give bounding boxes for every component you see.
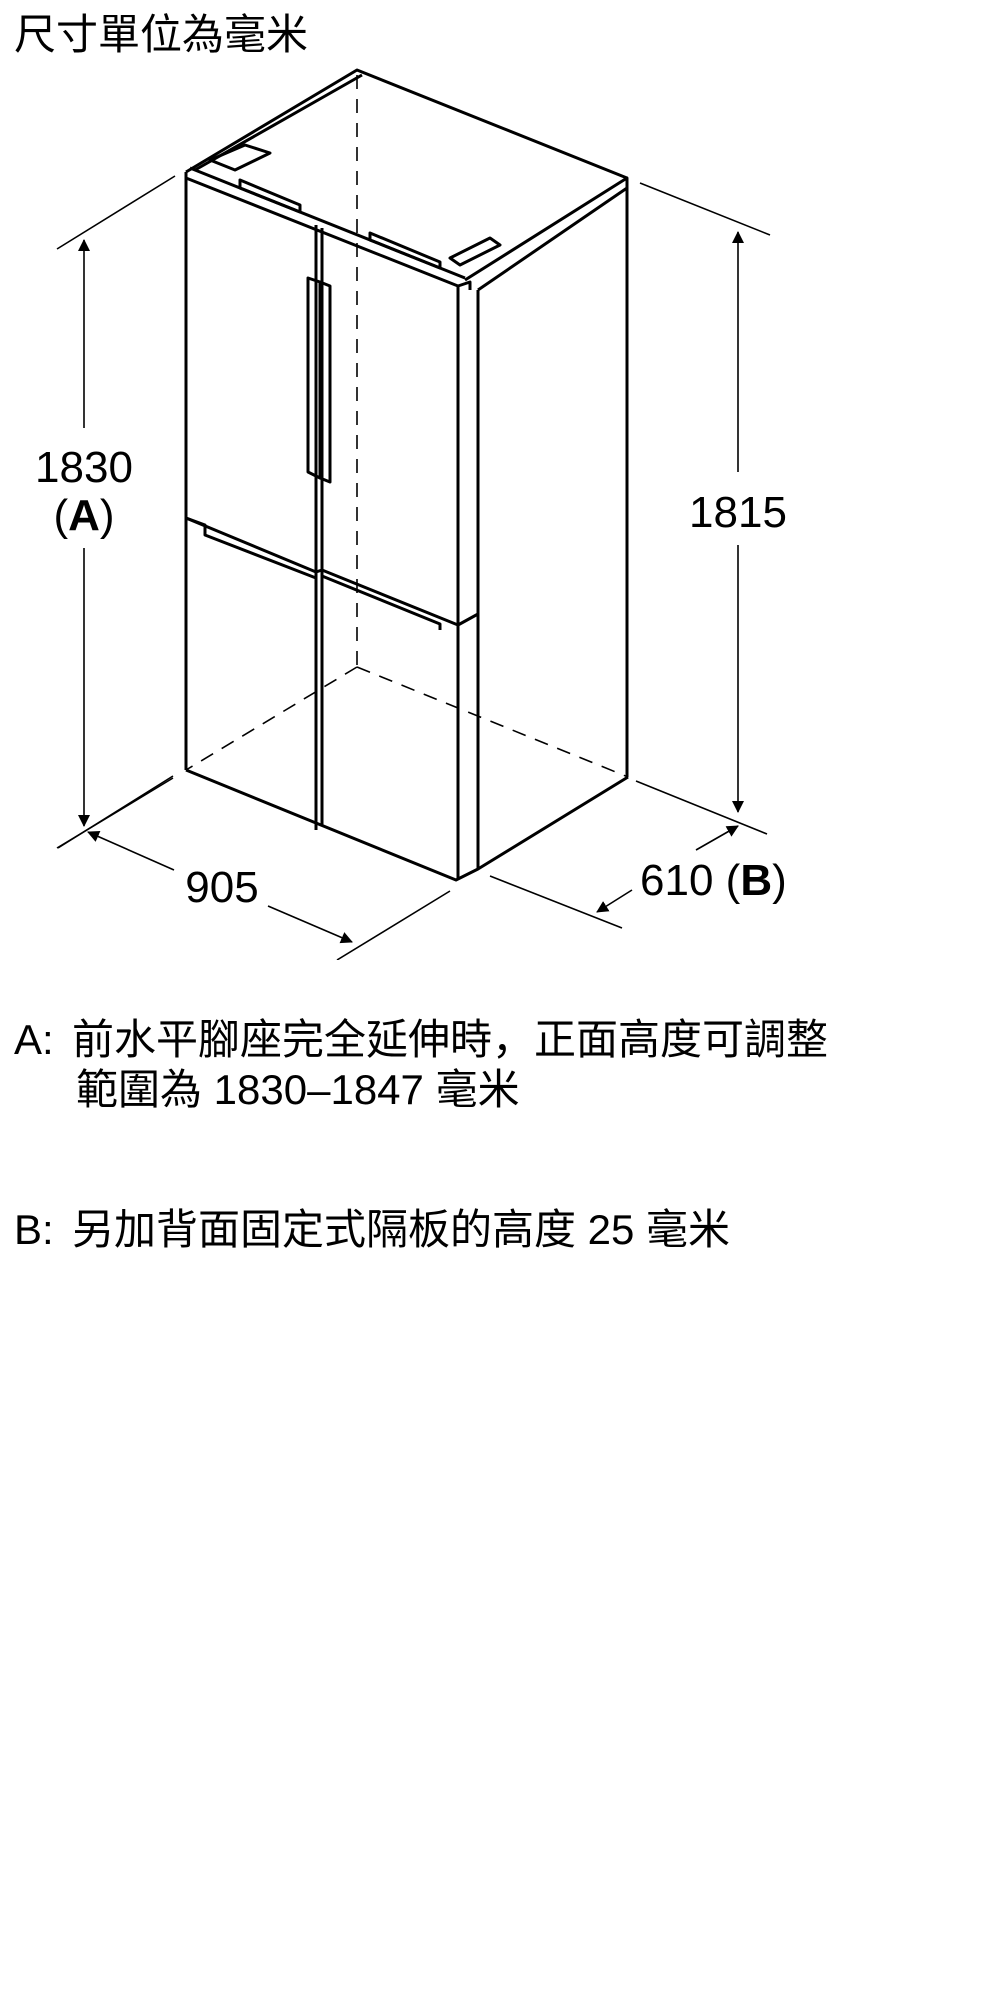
- dimension-height-right: [635, 182, 771, 835]
- page-title: 尺寸單位為毫米: [14, 11, 309, 58]
- dimension-height-left-ref: (A): [53, 491, 114, 540]
- dimension-height-right-value: 1815: [689, 488, 787, 537]
- dimension-depth-value: 610 (B): [640, 856, 787, 905]
- note-a: A: 前水平腳座完全延伸時，正面高度可調整 範圍為 1830–1847 毫米: [14, 1015, 828, 1115]
- dimension-width: [57, 775, 451, 960]
- note-b: B: 另加背面固定式隔板的高度 25 毫米: [14, 1205, 730, 1255]
- dimension-width-value: 905: [185, 863, 258, 912]
- dimension-depth: [489, 825, 739, 929]
- note-b-label: B:: [14, 1206, 54, 1253]
- hidden-edges: [185, 75, 629, 778]
- note-a-line1: 前水平腳座完全延伸時，正面高度可調整: [72, 1016, 829, 1063]
- refrigerator-body: [184, 68, 629, 882]
- note-a-label: A:: [14, 1016, 54, 1063]
- refrigerator-dimension-diagram: 1830 (A) 1815 905 610 (B): [35, 68, 787, 960]
- note-a-line2: 範圍為 1830–1847 毫米: [76, 1066, 520, 1113]
- note-b-line1: 另加背面固定式隔板的高度 25 毫米: [72, 1206, 731, 1253]
- dimension-height-left-value: 1830: [35, 443, 133, 492]
